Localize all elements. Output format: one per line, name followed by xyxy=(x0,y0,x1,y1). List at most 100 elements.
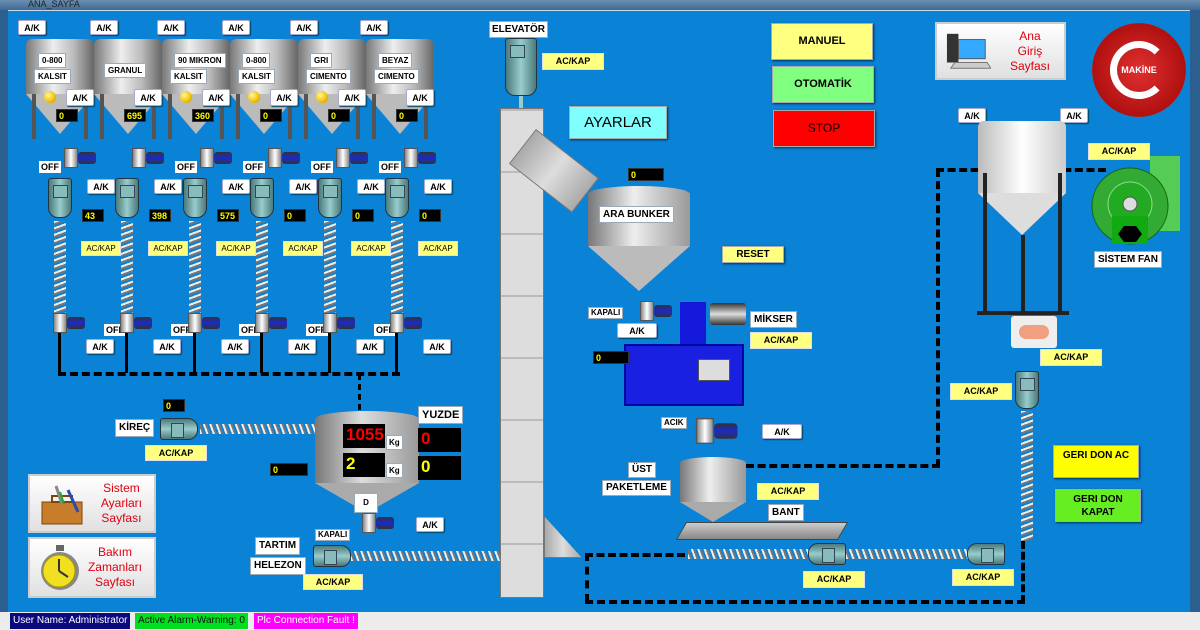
ara-bunker-valve-state: KAPALI xyxy=(588,307,624,319)
feeder-ackap-button[interactable]: AC/KAP xyxy=(283,241,323,256)
feeder-motor[interactable] xyxy=(115,178,139,218)
reset-button[interactable]: RESET xyxy=(722,246,784,263)
filter-ak-left-button[interactable]: A/K xyxy=(958,108,986,123)
kirec-screw xyxy=(200,424,318,434)
toolbox-icon xyxy=(41,485,83,525)
feeder-valve[interactable] xyxy=(255,313,289,333)
silo-side-ak-button[interactable]: A/K xyxy=(270,89,298,106)
filter-screw-motor[interactable] xyxy=(1015,371,1039,409)
feeder-display: 0 xyxy=(352,209,374,222)
silo-valve[interactable] xyxy=(268,148,302,168)
feeder-valve[interactable] xyxy=(188,313,222,333)
scale-valve-state: KAPALI xyxy=(315,529,351,541)
ara-bunker-valve[interactable] xyxy=(640,301,674,321)
filter-motor-ackap-button[interactable]: AC/KAP xyxy=(950,383,1012,400)
feeder-bottom-ak-button[interactable]: A/K xyxy=(288,339,316,354)
manuel-button[interactable]: MANUEL xyxy=(771,23,873,60)
silo-side-ak-button[interactable]: A/K xyxy=(338,89,366,106)
silo-valve[interactable] xyxy=(64,148,98,168)
feeder-ak-button[interactable]: A/K xyxy=(357,179,385,194)
bottom-screw-2-ackap-button[interactable]: AC/KAP xyxy=(952,569,1014,586)
elevator-boot xyxy=(544,516,582,558)
otomatik-button[interactable]: OTOMATİK xyxy=(772,66,874,103)
tartim-screw xyxy=(351,551,501,561)
feeder-ackap-button[interactable]: AC/KAP xyxy=(81,241,121,256)
silo-side-ak-button[interactable]: A/K xyxy=(66,89,94,106)
bottom-screw-motor-1[interactable] xyxy=(808,543,846,565)
ayarlar-button[interactable]: AYARLAR xyxy=(569,106,667,139)
silo-top-ak-button[interactable]: A/K xyxy=(90,20,118,35)
feeder-motor[interactable] xyxy=(250,178,274,218)
filter-valve-ackap-button[interactable]: AC/KAP xyxy=(1040,349,1102,366)
feeder-motor[interactable] xyxy=(183,178,207,218)
filter-ak-right-button[interactable]: A/K xyxy=(1060,108,1088,123)
silo-top-ak-button[interactable]: A/K xyxy=(290,20,318,35)
feeder-valve[interactable] xyxy=(390,313,424,333)
feeder-ak-button[interactable]: A/K xyxy=(154,179,182,194)
filter-valve[interactable] xyxy=(1011,316,1057,348)
kirec-ackap-button[interactable]: AC/KAP xyxy=(145,445,207,461)
feeder-bottom-ak-button[interactable]: A/K xyxy=(153,339,181,354)
feeder-valve[interactable] xyxy=(120,313,154,333)
tartim-motor[interactable] xyxy=(313,545,351,567)
silo-valve[interactable] xyxy=(132,148,166,168)
silo-valve[interactable] xyxy=(404,148,438,168)
bottom-screw-1-ackap-button[interactable]: AC/KAP xyxy=(803,571,865,588)
geri-don-ac-button[interactable]: GERI DON AC xyxy=(1053,445,1139,478)
feeder-ak-button[interactable]: A/K xyxy=(87,179,115,194)
feeder-ackap-button[interactable]: AC/KAP xyxy=(216,241,256,256)
silo-valve[interactable] xyxy=(200,148,234,168)
silo-top-ak-button[interactable]: A/K xyxy=(157,20,185,35)
bottom-screw-motor-2[interactable] xyxy=(967,543,1005,565)
feeder-bottom-ak-button[interactable]: A/K xyxy=(221,339,249,354)
feeder-bottom-ak-button[interactable]: A/K xyxy=(356,339,384,354)
mixer-discharge-valve[interactable] xyxy=(695,418,740,444)
fan-ackap-button[interactable]: AC/KAP xyxy=(1088,143,1150,160)
silo-side-ak-button[interactable]: A/K xyxy=(134,89,162,106)
feeder-ackap-button[interactable]: AC/KAP xyxy=(418,241,458,256)
scale-valve[interactable] xyxy=(362,513,396,533)
feeder-motor[interactable] xyxy=(48,178,72,218)
feeder-bottom-ak-button[interactable]: A/K xyxy=(423,339,451,354)
silo-valve-state: OFF xyxy=(243,161,265,173)
feeder-ak-button[interactable]: A/K xyxy=(424,179,452,194)
feeder-valve[interactable] xyxy=(323,313,357,333)
paketleme-hopper-cone xyxy=(680,502,746,522)
stop-button[interactable]: STOP xyxy=(773,110,875,147)
elevator-motor[interactable] xyxy=(505,38,537,96)
mikser-ackap-button[interactable]: AC/KAP xyxy=(750,332,812,349)
tartim-ackap-button[interactable]: AC/KAP xyxy=(303,574,363,590)
silo-side-ak-button[interactable]: A/K xyxy=(406,89,434,106)
ara-bunker-ak-button[interactable]: A/K xyxy=(617,323,657,338)
paketleme-ackap-button[interactable]: AC/KAP xyxy=(757,483,819,500)
logo-ring-icon xyxy=(1110,41,1168,99)
status-plc: Plc Connection Fault ! xyxy=(254,613,358,629)
bakim-line2: Zamanları xyxy=(87,560,142,574)
silo-valve[interactable] xyxy=(336,148,370,168)
feeder-motor[interactable] xyxy=(318,178,342,218)
status-alarm[interactable]: Active Alarm-Warning: 0 xyxy=(135,613,248,629)
silo-top-ak-button[interactable]: A/K xyxy=(18,20,46,35)
feeder-valve[interactable] xyxy=(53,313,87,333)
mikser-ak-button[interactable]: A/K xyxy=(762,424,802,439)
feeder-ackap-button[interactable]: AC/KAP xyxy=(351,241,391,256)
scale-ak-button[interactable]: A/K xyxy=(416,517,444,532)
feeder-bottom-ak-button[interactable]: A/K xyxy=(86,339,114,354)
silo-side-ak-button[interactable]: A/K xyxy=(202,89,230,106)
elevator-ackap-button[interactable]: AC/KAP xyxy=(542,53,604,70)
kirec-motor[interactable] xyxy=(160,418,198,440)
feeder-discharge-pipe xyxy=(395,333,398,373)
silo-top-ak-button[interactable]: A/K xyxy=(360,20,388,35)
silo-label-1: 0-800 xyxy=(242,53,271,68)
geri-don-kapat-button[interactable]: GERI DON KAPAT xyxy=(1055,489,1141,522)
silo-top-ak-button[interactable]: A/K xyxy=(222,20,250,35)
silo-label-2: KALSIT xyxy=(34,69,71,84)
feeder-ackap-button[interactable]: AC/KAP xyxy=(148,241,188,256)
feeder-ak-button[interactable]: A/K xyxy=(222,179,250,194)
feeder-motor[interactable] xyxy=(385,178,409,218)
feeder-ak-button[interactable]: A/K xyxy=(289,179,317,194)
mixer-motor xyxy=(710,303,746,325)
